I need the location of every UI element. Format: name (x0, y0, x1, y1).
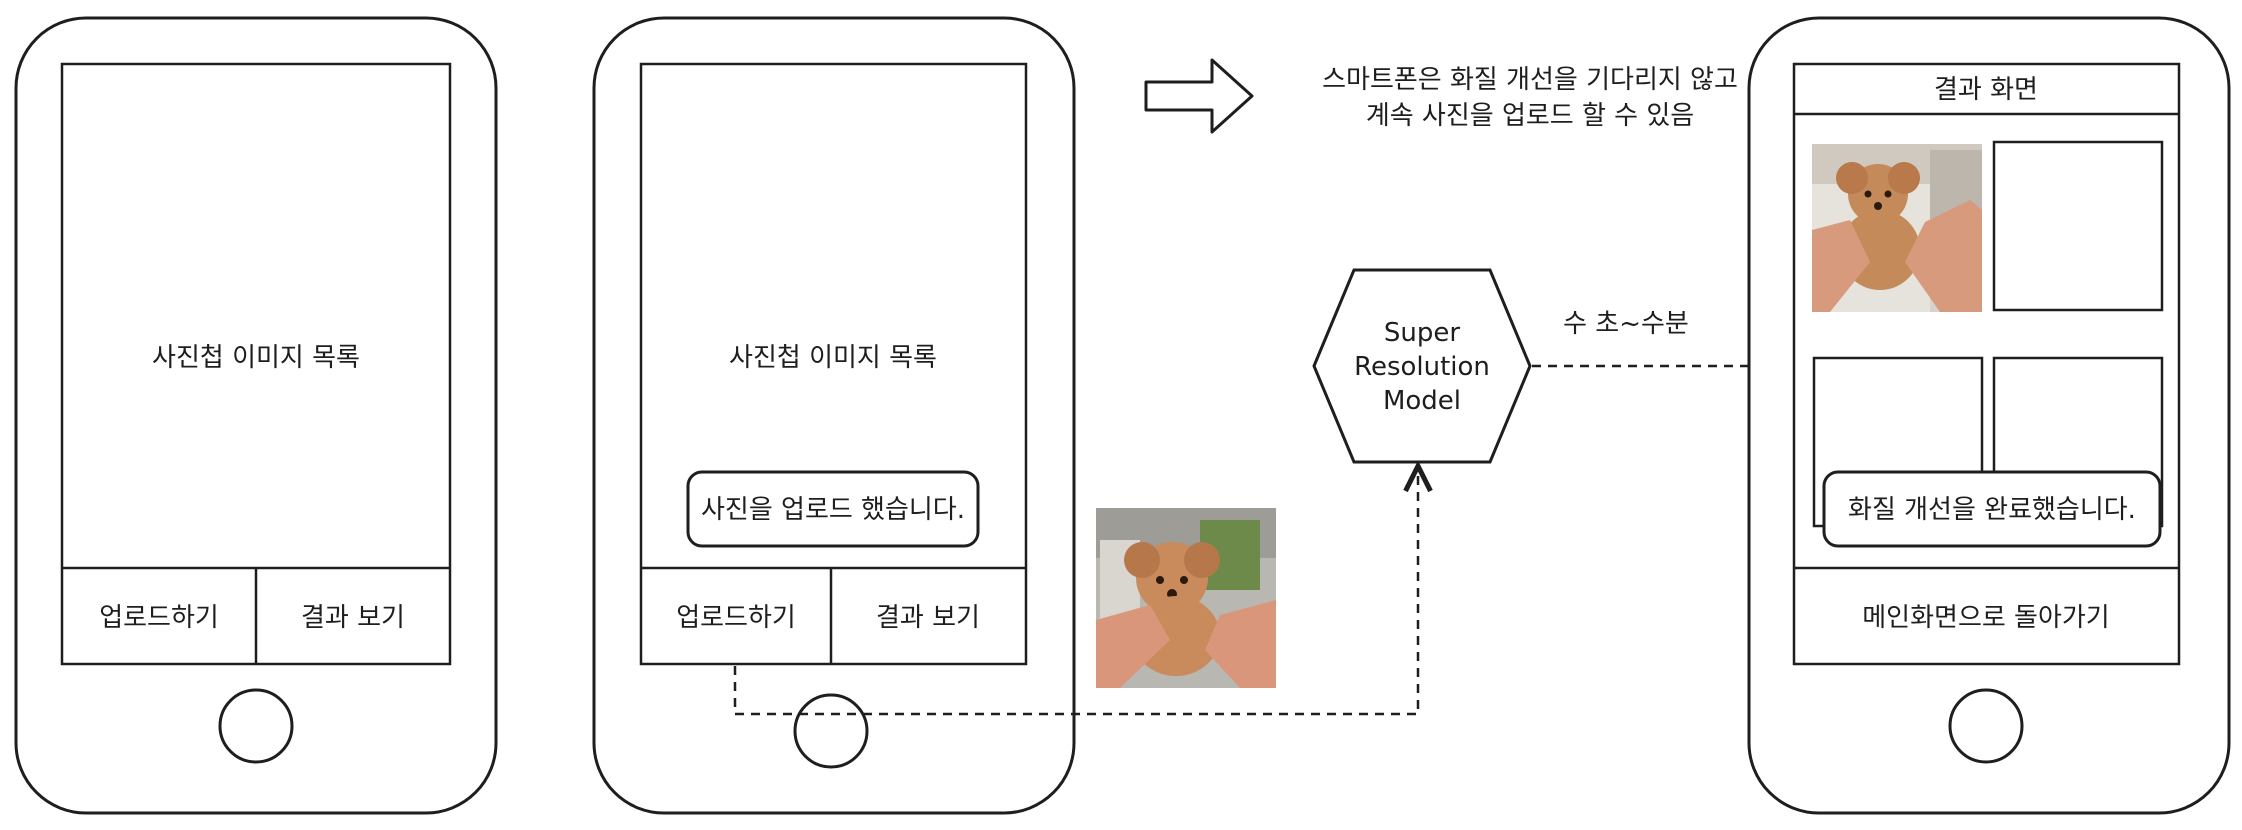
note-line-1: 스마트폰은 화질 개선을 기다리지 않고 (1322, 65, 1738, 95)
phone-2-upload-button[interactable]: 업로드하기 (641, 568, 831, 664)
phone-2-results-button-label: 결과 보기 (876, 603, 980, 633)
model-label-line-1: Super (1384, 318, 1460, 348)
phone-1-upload-button-label: 업로드하기 (99, 603, 219, 633)
phone-3: 결과 화면 화질 개선을 완료했습니다. 메인화면으로 돌아 (1749, 18, 2229, 813)
enhanced-photo-thumbnail[interactable] (1812, 144, 1982, 312)
phone-1-results-button[interactable]: 결과 보기 (256, 568, 450, 664)
model-label-line-2: Resolution (1354, 352, 1490, 382)
phone-2-upload-toast-text: 사진을 업로드 했습니다. (701, 495, 965, 525)
back-to-main-button-label: 메인화면으로 돌아가기 (1862, 603, 2109, 633)
phone-3-complete-toast-text: 화질 개선을 완료했습니다. (1848, 495, 2136, 525)
phone-2-results-button[interactable]: 결과 보기 (831, 568, 1026, 664)
timing-label: 수 초~수분 (1563, 309, 1689, 339)
super-resolution-model: Super Resolution Model (1314, 270, 1530, 462)
phone-2-upload-toast: 사진을 업로드 했습니다. (688, 472, 978, 546)
phone-1-home-button[interactable] (220, 690, 292, 762)
note-block-arrow (1146, 60, 1252, 132)
note-line-2: 계속 사진을 업로드 할 수 있음 (1366, 101, 1694, 131)
phone-2: 사진첩 이미지 목록 사진을 업로드 했습니다. 업로드하기 결과 보기 (594, 18, 1074, 813)
phone-1-screen-label: 사진첩 이미지 목록 (152, 343, 360, 373)
model-label-line-3: Model (1383, 386, 1461, 416)
phone-2-upload-button-label: 업로드하기 (676, 603, 796, 633)
phone-1: 사진첩 이미지 목록 업로드하기 결과 보기 (16, 18, 496, 813)
back-to-main-button[interactable]: 메인화면으로 돌아가기 (1794, 568, 2179, 664)
phone-1-upload-button[interactable]: 업로드하기 (62, 568, 256, 664)
phone-2-home-button[interactable] (795, 695, 867, 767)
result-thumbnail-2[interactable] (1994, 142, 2162, 310)
phone-1-results-button-label: 결과 보기 (301, 603, 405, 633)
phone-3-title: 결과 화면 (1934, 75, 2038, 105)
phone-3-complete-toast: 화질 개선을 완료했습니다. (1824, 472, 2160, 546)
uploaded-low-res-photo (1096, 508, 1276, 688)
phone-3-home-button[interactable] (1950, 690, 2022, 762)
phone-2-screen-label: 사진첩 이미지 목록 (729, 343, 937, 373)
